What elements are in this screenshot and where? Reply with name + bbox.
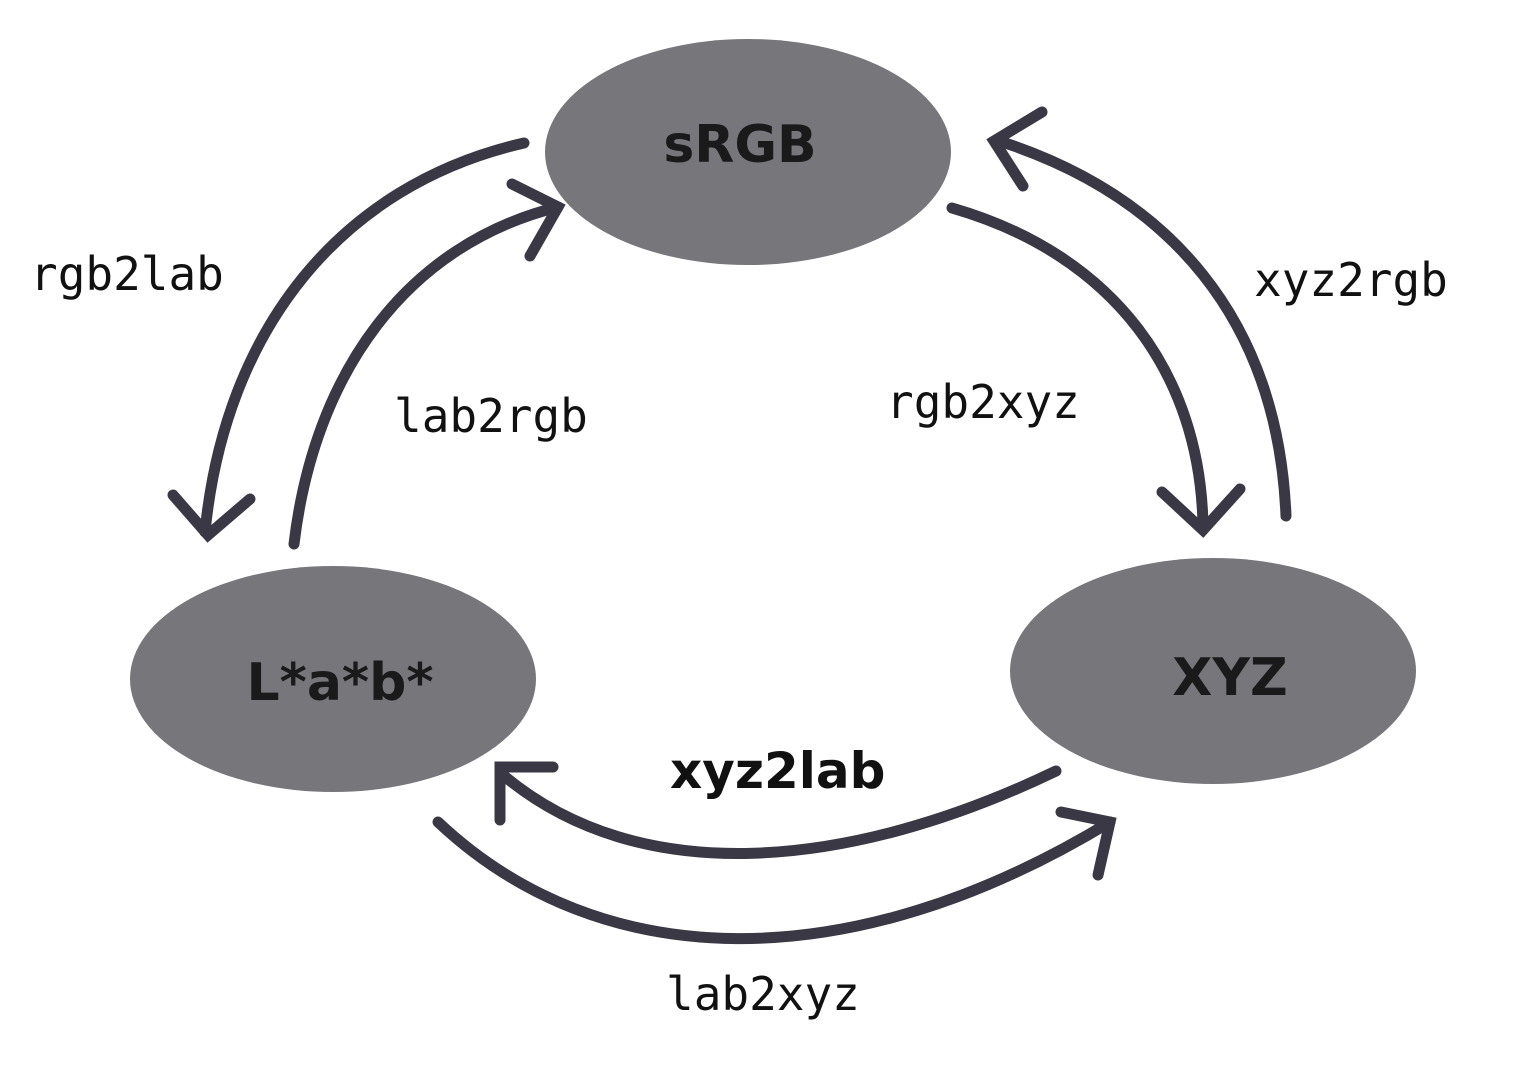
node-xyz: XYZ [1010,558,1416,784]
arrow-rgb2lab-line [199,137,530,538]
arrow-xyz2lab [494,761,1062,859]
arrow-rgb2xyz-head [1156,483,1246,538]
node-xyz-label: XYZ [1172,648,1287,708]
node-lab-label: L*a*b* [246,653,433,713]
edge-label-xyz2lab: xyz2lab [670,742,885,800]
arrow-xyz2lab-head [494,761,559,826]
arrow-xyz2rgb-head [986,106,1048,192]
arrow-lab2rgb-head [506,178,566,262]
arrow-xyz2rgb-line [990,134,1292,522]
node-srgb-label: sRGB [663,115,816,175]
arrow-rgb2xyz [946,202,1246,538]
arrow-lab2xyz-head [1055,806,1117,881]
node-srgb: sRGB [545,39,951,265]
arrow-rgb2lab-head [167,489,256,543]
edge-label-lab2rgb: lab2rgb [394,389,588,443]
arrow-lab2rgb-line [288,201,564,550]
arrow-xyz2lab-line [497,765,1062,859]
node-lab-shape [130,566,536,792]
node-xyz-shape [1010,558,1416,784]
edge-label-lab2xyz: lab2xyz [666,967,860,1021]
arrow-rgb2lab [167,137,530,543]
edge-label-rgb2xyz: rgb2xyz [886,375,1080,429]
edge-label-rgb2lab: rgb2lab [30,247,224,301]
arrow-lab2xyz [432,806,1117,945]
edge-label-xyz2rgb: xyz2rgb [1254,253,1448,307]
arrow-xyz2rgb [986,106,1292,522]
node-lab: L*a*b* [130,566,536,792]
arrow-lab2rgb [288,178,566,550]
arrow-lab2xyz-line [432,816,1116,945]
node-srgb-shape [545,39,951,265]
arrow-rgb2xyz-line [946,202,1209,531]
